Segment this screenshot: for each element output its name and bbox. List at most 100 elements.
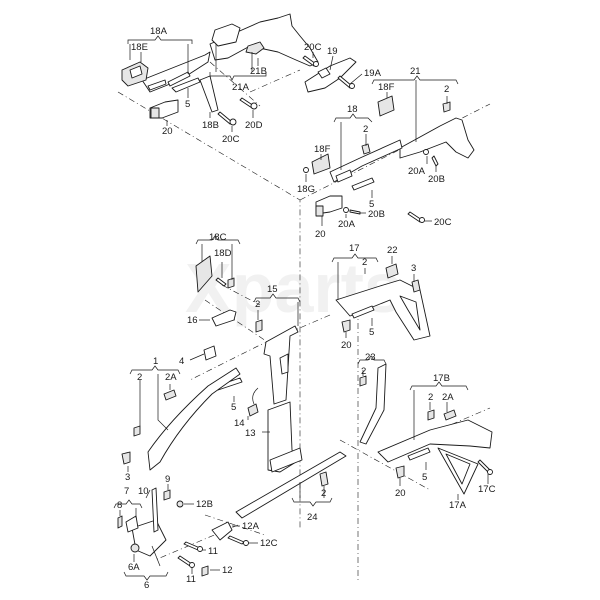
label-18b[interactable]: 18B [202,120,219,131]
label-2-h[interactable]: 2 [321,488,326,499]
part-5-handle-d[interactable] [351,305,375,319]
part-13-lower-pillar[interactable] [267,401,303,473]
label-18f-b[interactable]: 18F [314,144,331,155]
label-2-a[interactable]: 2 [444,84,449,95]
part-9-clip[interactable] [163,489,171,501]
part-6a-plug[interactable] [130,543,140,553]
label-20c-b[interactable]: 20C [304,42,322,53]
label-18a[interactable]: 18A [150,26,168,37]
part-18d-screw[interactable] [215,277,227,287]
label-2a-a[interactable]: 2A [165,372,177,383]
part-24-sill-trim[interactable] [235,451,347,519]
label-20a-a[interactable]: 20A [408,166,426,177]
part-18e-bracket[interactable] [121,61,149,87]
label-11-b[interactable]: 11 [186,574,196,585]
label-19[interactable]: 19 [327,46,338,57]
part-1-a-pillar[interactable] [147,367,241,471]
label-18f-a[interactable]: 18F [378,82,395,93]
part-5-handle-a[interactable] [171,77,201,93]
label-2-g[interactable]: 2 [428,392,433,403]
label-18c[interactable]: 18C [209,232,227,243]
part-2-clip-h[interactable] [319,471,329,487]
screw-17c[interactable] [477,459,493,475]
part-18g-clip[interactable] [303,167,309,173]
label-2-f[interactable]: 2 [361,366,366,377]
screw-11-a[interactable] [183,541,203,552]
label-18[interactable]: 18 [347,104,358,115]
screw-20c-b[interactable] [302,55,319,67]
label-12a[interactable]: 12A [242,521,260,532]
label-2-b[interactable]: 2 [363,124,368,135]
label-24[interactable]: 24 [307,512,318,523]
label-15[interactable]: 15 [267,284,278,295]
part-17-c-pillar[interactable] [335,279,431,341]
label-17[interactable]: 17 [349,243,360,254]
label-2-e[interactable]: 2 [137,372,142,383]
label-10[interactable]: 10 [138,486,149,497]
part-19-bracket[interactable] [304,57,357,93]
part-2-clip-g[interactable] [427,409,435,421]
part-21b-clip[interactable] [245,41,265,55]
part-17b-trim[interactable] [377,419,493,463]
label-20b-b[interactable]: 20B [368,209,385,220]
label-20-b[interactable]: 20 [315,229,326,240]
part-17a-panel[interactable] [437,447,479,495]
label-20-a[interactable]: 20 [162,126,173,137]
part-18a-trim[interactable] [141,51,211,93]
label-4[interactable]: 4 [179,356,184,367]
label-5-b[interactable]: 5 [369,199,374,210]
part-20-clip-c[interactable] [341,319,351,333]
label-21a[interactable]: 21A [232,82,250,93]
part-21-upper-trim[interactable] [209,13,319,67]
part-18b-cover[interactable] [199,75,219,113]
part-2-clip-e[interactable] [133,425,141,437]
screw-20c-a[interactable] [217,111,237,126]
part-18f-clip-b[interactable] [311,153,331,175]
part-22-clip[interactable] [385,263,399,279]
washer-20a-a[interactable] [423,149,429,155]
label-2-d[interactable]: 2 [362,257,367,268]
label-20b-a[interactable]: 20B [428,174,445,185]
label-20c-a[interactable]: 20C [222,134,240,145]
part-12b-nut[interactable] [176,500,184,508]
label-6a[interactable]: 6A [128,562,140,573]
screw-20b-a[interactable] [431,155,439,167]
label-20-d[interactable]: 20 [395,488,406,499]
part-20-clip-b[interactable] [315,195,343,217]
part-16-lamp[interactable] [211,309,237,327]
label-12c[interactable]: 12C [260,538,278,549]
label-20c-c[interactable]: 20C [434,217,452,228]
label-21b[interactable]: 21B [250,66,267,77]
label-17a[interactable]: 17A [449,500,467,511]
label-1[interactable]: 1 [153,356,158,367]
label-18d[interactable]: 18D [214,248,232,259]
screw-12c[interactable] [227,535,249,546]
label-5-a[interactable]: 5 [185,99,190,110]
label-20a-b[interactable]: 20A [338,219,356,230]
screw-20c-c[interactable] [407,211,425,223]
part-14-switch[interactable] [247,387,259,417]
label-18g[interactable]: 18G [297,184,315,195]
screw-11-b[interactable] [177,555,195,568]
label-5-e[interactable]: 5 [422,472,427,483]
label-3-a[interactable]: 3 [411,263,416,274]
screw-20b-b[interactable] [349,209,361,215]
label-18e[interactable]: 18E [131,42,148,53]
part-8-clip[interactable] [117,515,123,529]
label-21[interactable]: 21 [410,66,421,77]
label-23[interactable]: 23 [365,352,376,363]
label-12b[interactable]: 12B [196,499,213,510]
screw-19a[interactable] [337,75,355,89]
part-2a-clip-a[interactable] [163,389,177,401]
part-7-bracket[interactable] [125,515,139,533]
label-20d[interactable]: 20D [245,120,263,131]
part-18c-cover[interactable] [195,255,213,293]
part-3-clip-b[interactable] [411,279,421,293]
label-17c[interactable]: 17C [478,484,496,495]
label-5-c[interactable]: 5 [369,327,374,338]
part-18c-clip[interactable] [227,277,235,289]
label-22[interactable]: 22 [387,245,398,256]
part-2-clip-f[interactable] [359,375,367,387]
label-19a[interactable]: 19A [364,68,382,79]
part-12a-bracket[interactable] [211,521,233,541]
